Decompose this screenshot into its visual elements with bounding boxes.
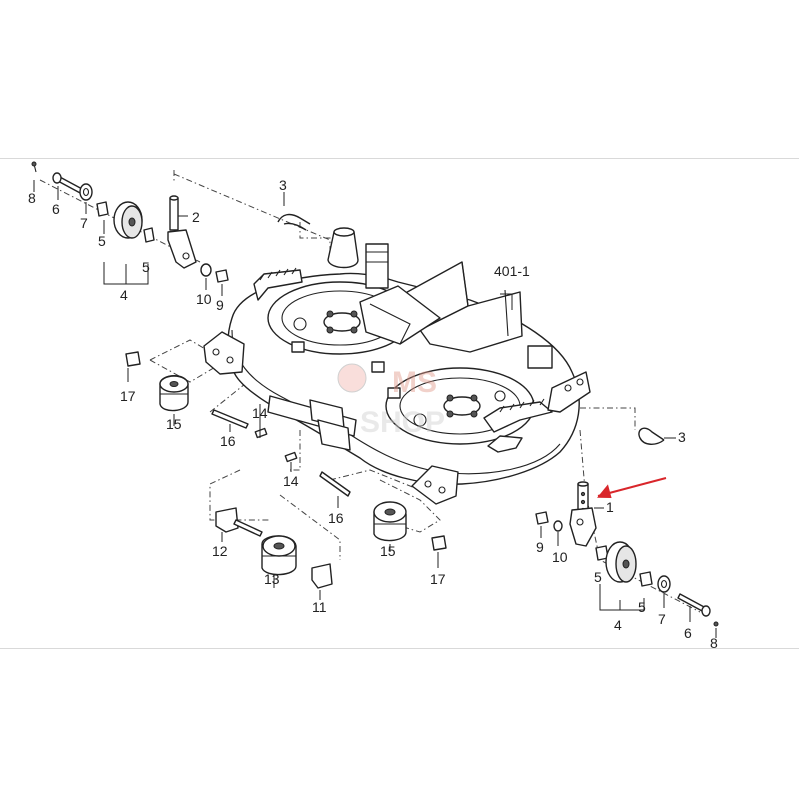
- callout-17-right: 17: [430, 571, 446, 587]
- callout-8-left: 8: [28, 190, 36, 206]
- bottom-roller-parts: [215, 501, 447, 589]
- callout-3-top: 3: [279, 177, 287, 193]
- callout-9-left: 9: [216, 297, 224, 313]
- callout-6-left: 6: [52, 201, 60, 217]
- assembly-label-401-1: 401-1: [494, 263, 530, 279]
- callout-7-left: 7: [80, 215, 88, 231]
- left-roller-parts: [125, 351, 351, 497]
- callout-16-center: 16: [328, 510, 344, 526]
- callout-labels: 8 6 7 5 5 4 2 3 10 9 17 15 16 14 14 16 1…: [28, 177, 718, 651]
- callout-11: 11: [312, 599, 327, 615]
- shop-watermark: MS SHOP: [337, 363, 445, 439]
- callout-13: 13: [264, 571, 280, 587]
- callout-5-right-a: 5: [594, 569, 602, 585]
- callout-14-upper: 14: [252, 405, 268, 421]
- callout-5-right-b: 5: [638, 599, 646, 615]
- callout-16-left: 16: [220, 433, 236, 449]
- callout-2: 2: [192, 209, 200, 225]
- callout-14-lower: 14: [283, 473, 299, 489]
- highlight-arrow: [597, 477, 667, 498]
- callout-9-right: 9: [536, 539, 544, 555]
- hairpin-clip-top: [277, 213, 311, 231]
- callout-6-right: 6: [684, 625, 692, 641]
- callout-12: 12: [212, 543, 228, 559]
- callout-8-right: 8: [710, 635, 718, 651]
- mower-deck: [203, 227, 591, 505]
- watermark-line2: SHOP: [360, 406, 445, 439]
- callout-3-right: 3: [678, 429, 686, 445]
- caster-wheel-assembly-right: [535, 427, 719, 627]
- callout-17-left: 17: [120, 388, 136, 404]
- watermark-line1: MS: [392, 366, 437, 399]
- callout-15-center: 15: [380, 543, 396, 559]
- callout-15-left: 15: [166, 416, 182, 432]
- callout-5-left-b: 5: [142, 259, 150, 275]
- callout-4-right: 4: [614, 617, 622, 633]
- callout-1: 1: [606, 499, 614, 515]
- callout-7-right: 7: [658, 611, 666, 627]
- top-rule: [0, 158, 799, 159]
- callout-4-left: 4: [120, 287, 128, 303]
- callout-leaders: [33, 180, 717, 638]
- callout-5-left-a: 5: [98, 233, 106, 249]
- callout-10-right: 10: [552, 549, 568, 565]
- caster-wheel-assembly-left: [31, 161, 229, 283]
- bottom-rule: [0, 648, 799, 649]
- callout-10-left: 10: [196, 291, 212, 307]
